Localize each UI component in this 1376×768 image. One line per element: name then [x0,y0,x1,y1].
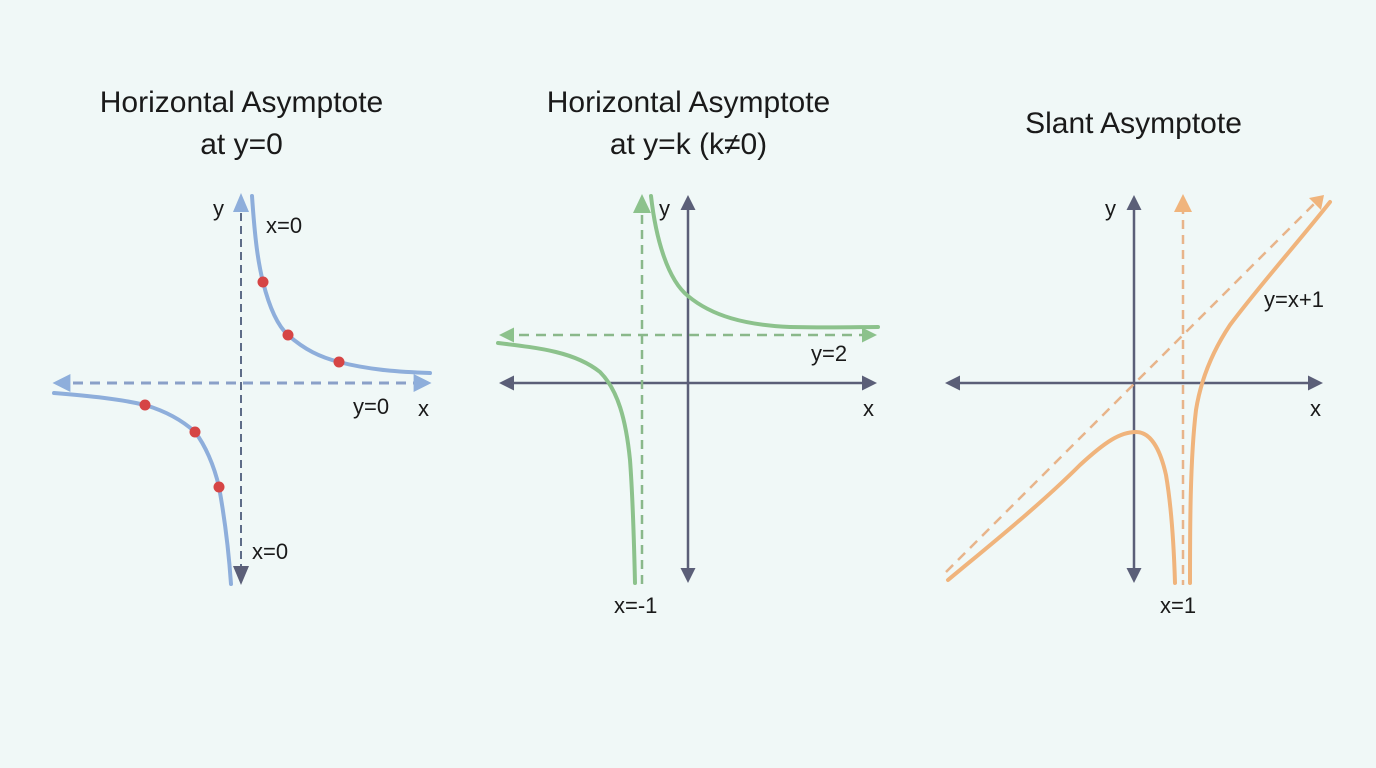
panel3-vasym-label: x=1 [1160,593,1196,618]
panel3-slant-arrow [1309,195,1324,210]
panel1-y-arrow-down [233,566,249,585]
panel1-y-arrow-up [233,193,249,212]
panel1-vasym-bottom-label: x=0 [252,539,288,564]
data-point [213,481,225,493]
data-point [189,426,201,438]
panel3-vasym-arrow-up [1174,194,1192,212]
panel3-graph: y y=x+1 x x=1 [945,194,1332,618]
panel2-y-label: y [659,196,670,221]
data-point [139,399,151,411]
data-point [257,276,269,288]
panel2-curve-lower [496,341,637,585]
panel1-points [139,276,345,493]
panel2-vasym-arrow-up [633,194,651,213]
data-point [333,356,345,368]
panel3-x-label: x [1310,396,1321,421]
panel2-title: Horizontal Asymptote at y=k (k≠0) [546,86,831,161]
panel2-curve-upper [649,194,880,330]
panel2-graph: y y=2 x x=-1 [496,194,880,618]
panel3-title: Slant Asymptote [1025,107,1242,140]
panel1-vasym-top-label: x=0 [266,213,302,238]
panel3-curve-left [946,429,1177,585]
panel2-x-label: x [863,396,874,421]
panel1-graph: y x=0 y=0 x x=0 [52,193,432,586]
panel1-x-label: x [418,396,429,421]
panel1-curve-lower [52,391,233,586]
panel3-slant-label: y=x+1 [1264,287,1324,312]
panel2-vasym-label: x=-1 [614,593,657,618]
panel1-y-label: y [213,196,224,221]
panel3-y-label: y [1105,196,1116,221]
data-point [282,329,294,341]
panel1-hasym-label: y=0 [353,394,389,419]
panel2-hasym-label: y=2 [811,341,847,366]
panel3-curve-right [1188,200,1332,585]
panel3-slant-asymptote [945,199,1319,573]
panel1-title: Horizontal Asymptote at y=0 [99,86,384,161]
